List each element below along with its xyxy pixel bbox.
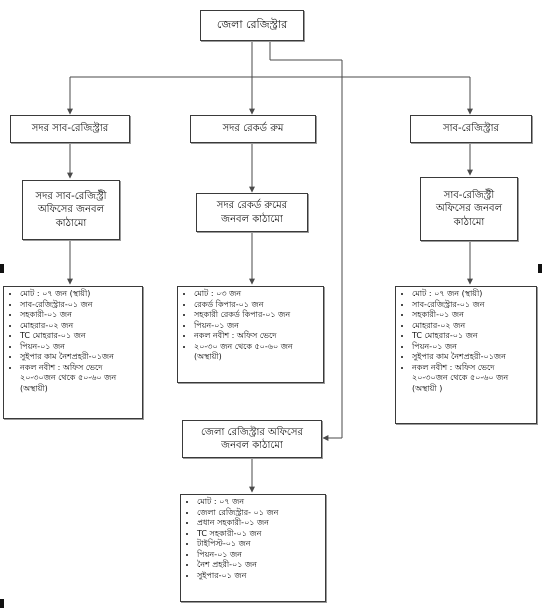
list-item: মোট : ০৭ জন (স্থায়ী) <box>412 289 533 300</box>
list-item: টাইপিস্ট-০১ জন <box>197 539 322 550</box>
district-registrar-office-staff-box: জেলা রেজিস্ট্রার অফিসের জনবল কাঠামো <box>182 420 322 458</box>
list-item: পিয়ন-০১ জন <box>412 342 533 353</box>
list-item: পিয়ন-০১ জন <box>197 550 322 561</box>
list-item: (অস্থায়ী) <box>194 352 222 362</box>
staff-list-district-registrar-office: মোট : ০৭ জনজেলা রেজিস্ট্রার- ০১ জনপ্রধান… <box>180 494 326 602</box>
left-edge-marker <box>0 264 4 273</box>
list-item: TC মোহরার-০১ জন <box>412 331 533 342</box>
sub-node-sub-registry-office-staff: সাব-রেজিস্ট্রী অফিসের জনবল কাঠামো <box>420 177 518 241</box>
list-item: সাব-রেজিস্ট্রার-০১ জন <box>412 300 533 311</box>
list-item: ২০-৩০জন থেকে ৫০-৬০ জন <box>412 373 509 383</box>
list-item: ২০-৩০ জন থেকে ৫০-৬০ জন <box>194 342 320 353</box>
list-item: মোট : ০৩ জন <box>194 289 320 300</box>
staff-list-sub-registrar: মোট : ০৭ জন (স্থায়ী)সাব-রেজিস্ট্রার-০১ … <box>395 286 537 424</box>
list-item: রেকর্ড কিপার-০১ জন <box>194 300 320 311</box>
branch-node-sadar-record-room: সদর রেকর্ড রুম <box>190 115 316 143</box>
sub-node-sadar-record-room-staff: সদর রেকর্ড রুমের জনবল কাঠামো <box>196 193 308 232</box>
list-item: সুইপার-০১ জন <box>197 571 322 582</box>
sub-node-sadar-sub-registry-office-staff: সদর সাব-রেজিস্ট্রী অফিসের জনবল কাঠামো <box>22 180 120 240</box>
list-item: মোট : ০৭ জন (স্থায়ী) <box>20 289 139 300</box>
list-item: সহকারী-০১ জন <box>20 310 139 321</box>
list-item: (অস্থায়ী) <box>20 383 48 393</box>
list-item: (অস্থায়ী ) <box>412 383 443 393</box>
list-item: পিয়ন-০১ জন <box>194 321 320 332</box>
staff-list-sadar-record-room: মোট : ০৩ জনরেকর্ড কিপার-০১ জনসহকারী রেকর… <box>177 286 324 383</box>
bottom-edge-marker <box>0 599 4 608</box>
list-item: সহকারী রেকর্ড কিপার-০১ জন <box>194 310 320 321</box>
list-item: নৈশ প্রহরী-০১ জন <box>197 560 322 571</box>
list-item: নকল নবীশ : অফিস ভেদে <box>194 331 320 342</box>
list-item: সুইপার কাম নৈশপ্রহরী-০১জন <box>412 352 533 363</box>
branch-node-sub-registrar: সাব-রেজিস্ট্রার <box>410 115 532 143</box>
list-item: মোহরার-০২ জন <box>412 321 533 332</box>
right-edge-marker <box>538 264 542 273</box>
list-item: TC মোহরার-০১ জন <box>20 331 139 342</box>
list-item: মোহরার-০২ জন <box>20 321 139 332</box>
list-item: সহকারী-০১ জন <box>412 310 533 321</box>
list-item: সুইপার কাম নৈশপ্রহরী-০১জন <box>20 352 139 363</box>
root-node-district-registrar: জেলা রেজিস্ট্রার <box>200 10 304 41</box>
list-item: ২০-৩০জন থেকে ৫০-৬০ জন <box>20 373 117 383</box>
list-item: TC সহকারী-০১ জন <box>197 529 322 540</box>
list-item: নকল নবীশ : অফিস ভেদে <box>412 363 533 374</box>
list-item: মোট : ০৭ জন <box>197 497 322 508</box>
list-item: প্রধান সহকারী-০১ জন <box>197 518 322 529</box>
list-item: নকল নবীশ : অফিস ভেদে <box>20 363 139 374</box>
list-item: পিয়ন-০১ জন <box>20 342 139 353</box>
list-item: সাব-রেজিস্ট্রার-০১ জন <box>20 300 139 311</box>
list-item: জেলা রেজিস্ট্রার- ০১ জন <box>197 508 322 519</box>
staff-list-sadar-sub-registrar: মোট : ০৭ জন (স্থায়ী)সাব-রেজিস্ট্রার-০১ … <box>3 286 143 419</box>
branch-node-sadar-sub-registrar: সদর সাব-রেজিস্ট্রার <box>10 115 130 143</box>
